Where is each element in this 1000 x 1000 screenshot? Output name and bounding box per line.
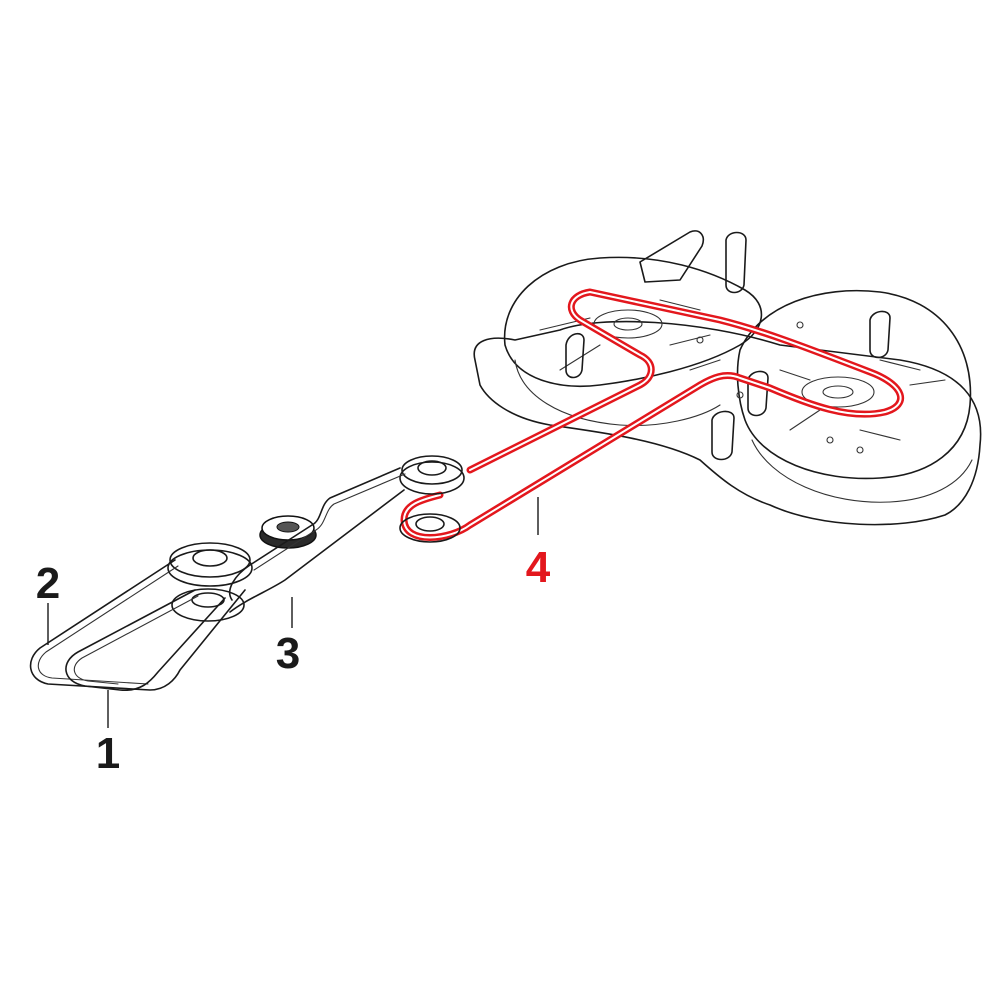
deck-ribs	[539, 299, 946, 441]
callout-1: 1	[96, 729, 120, 778]
transmission-pulley-lower	[171, 588, 245, 622]
deck-right-dome	[736, 289, 972, 480]
engine-pulley-upper	[399, 461, 465, 495]
mower-deck	[473, 230, 982, 526]
belt-3-edge	[253, 473, 406, 571]
bracket-rear-right	[869, 310, 891, 359]
idler-pulley-hub	[276, 521, 300, 533]
deck-left-dome-rim	[514, 359, 721, 427]
engine-pulley-upper-hub	[417, 460, 447, 476]
deck-base-plate	[473, 320, 982, 526]
right-spindle-hub	[822, 385, 854, 399]
bracket-front-right	[711, 410, 735, 461]
engine-pulley-stack	[399, 455, 465, 543]
deck-belt-4-inner	[403, 291, 902, 539]
belt-2-path	[29, 559, 246, 691]
callout-3: 3	[276, 629, 300, 678]
belt-2-edge	[37, 565, 179, 685]
left-spindle-ring	[593, 309, 663, 339]
idler-pulley	[259, 515, 317, 549]
right-spindle-ring	[801, 376, 875, 408]
belt-1-edge	[73, 595, 199, 685]
transmission-pulley-stack	[167, 542, 253, 622]
belt-1-2-loop	[29, 559, 246, 692]
deck-belt-4	[400, 288, 905, 541]
bracket-rear	[725, 231, 747, 294]
callout-4: 4	[526, 543, 551, 592]
belt-3-path	[228, 467, 405, 613]
transmission-pulley-upper-rim	[169, 542, 251, 578]
deck-right-dome-rim	[751, 439, 973, 503]
transmission-pulley-upper-hub	[192, 549, 228, 567]
engine-pulley-upper-rim	[401, 455, 463, 485]
bracket-front-left	[565, 332, 585, 379]
left-spindle-hub	[613, 317, 643, 331]
leader-lines	[47, 497, 539, 728]
engine-pulley-lower-hub	[415, 516, 445, 532]
engine-pulley-lower	[399, 513, 461, 543]
deck-rear-fin	[639, 230, 705, 283]
bracket-front-mid	[747, 370, 769, 417]
belt-3	[228, 467, 406, 613]
callout-2: 2	[36, 559, 60, 608]
belt-1-path	[65, 589, 226, 692]
deck-left-dome	[503, 256, 763, 388]
deck-bolts	[696, 321, 864, 454]
transmission-pulley-upper	[167, 549, 253, 587]
